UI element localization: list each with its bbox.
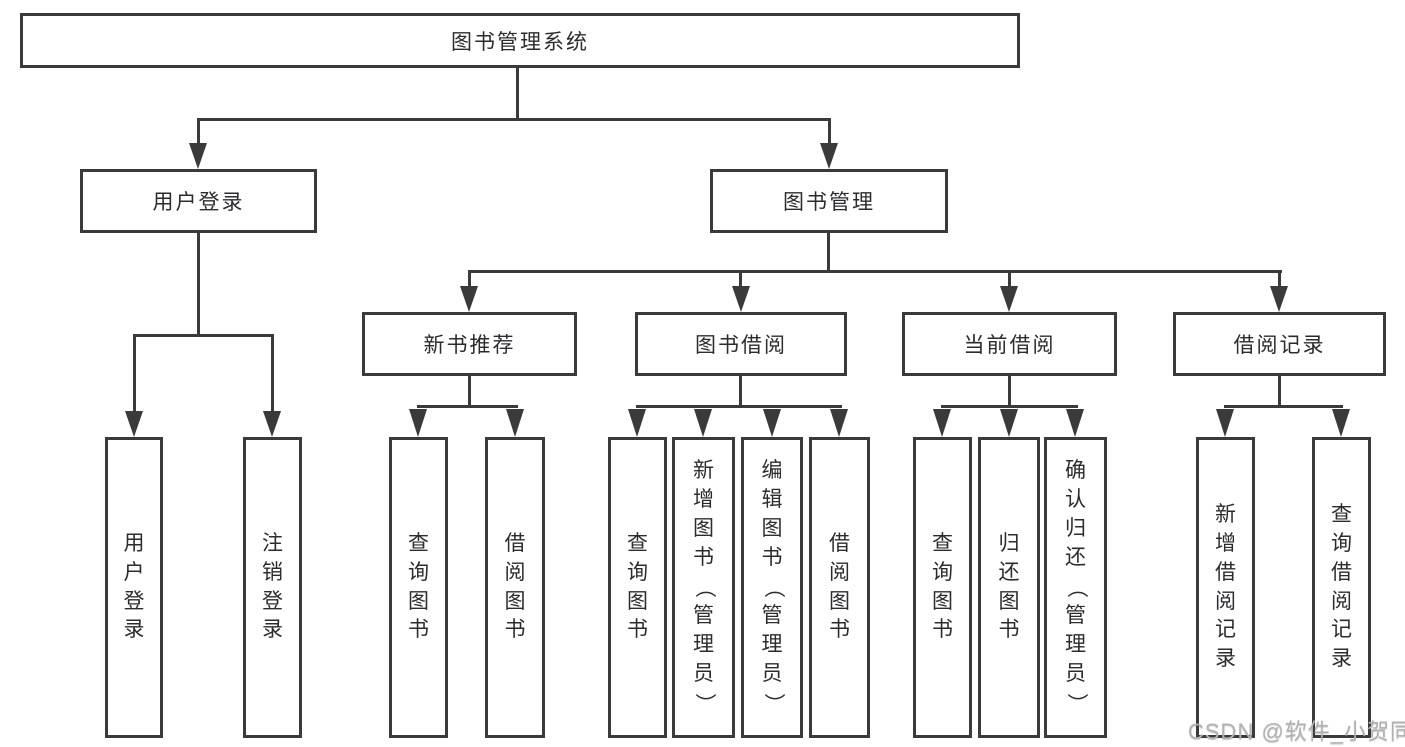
node-user-login: 用户登录 [80,169,317,233]
connector-mgmt-stem [827,233,830,272]
arrowhead-to-current-group [1000,286,1018,312]
node-new-book-recommendation: 新书推荐 [362,312,577,376]
leaf-user-login: 用户登录 [105,437,163,738]
arrowhead-records-leaf-1 [1216,409,1234,437]
leaf-add-borrow-record-label: 新增借阅记录 [1215,502,1236,671]
leaf-user-login-label: 用户登录 [123,531,145,642]
arrowhead-to-new-book-group [460,286,478,312]
connector-records-stem [1278,376,1281,407]
leaf-borrowing-borrow-books-label: 借阅图书 [829,531,850,642]
connector-current-stem [1008,376,1011,407]
arrowhead-to-borrowing-group [732,286,750,312]
connector-mgmt-drop-4 [1278,272,1281,287]
watermark-text: CSDN @软件_小贺同学 [1188,719,1405,744]
node-book-management: 图书管理 [710,169,948,233]
connector-mgmt-drop-2 [739,272,742,287]
leaf-add-book-admin: 新增图书（管理员） [672,437,735,738]
node-borrowing-records-label: 借阅记录 [1233,334,1326,357]
leaf-logout-label: 注销登录 [262,531,283,642]
connector-mgmt-drop-3 [1008,272,1011,287]
leaf-recommend-borrow-books: 借阅图书 [485,437,545,738]
node-book-borrowing: 图书借阅 [635,312,847,376]
node-library-system: 图书管理系统 [20,13,1020,68]
leaf-edit-book-admin-label: 编辑图书（管理员） [761,459,785,714]
leaf-return-books: 归还图书 [978,437,1040,738]
leaf-query-borrow-record: 查询借阅记录 [1312,437,1371,738]
connector-login-drop-1 [133,336,136,413]
arrowhead-current-leaf-2 [1000,409,1018,437]
connector-root-rail [197,118,831,121]
node-new-book-recommendation-label: 新书推荐 [423,334,516,357]
arrowhead-current-leaf-3 [1066,409,1084,437]
arrowhead-to-records-group [1270,286,1288,312]
connector-mgmt-rail [468,270,1282,273]
arrowhead-to-leaf-logout [263,411,281,437]
leaf-query-borrow-record-label: 查询借阅记录 [1331,502,1352,671]
leaf-confirm-return-admin: 确认归还（管理员） [1044,437,1107,738]
arrowhead-records-leaf-2 [1332,409,1350,437]
node-book-management-label: 图书管理 [783,191,875,214]
leaf-return-books-label: 归还图书 [998,531,1020,642]
connector-login-rail [133,334,274,337]
connector-borrowing-rail [636,405,842,408]
connector-login-stem [197,233,200,336]
arrowhead-borrowing-leaf-4 [830,409,848,437]
connector-root-stem [516,68,519,120]
arrowhead-borrowing-leaf-2 [694,409,712,437]
connector-root-drop-right [828,120,831,145]
node-book-borrowing-label: 图书借阅 [695,334,787,357]
node-borrowing-records: 借阅记录 [1173,312,1386,376]
connector-newbook-stem [468,376,471,407]
leaf-add-borrow-record: 新增借阅记录 [1196,437,1255,738]
arrowhead-to-user-login [189,143,207,169]
leaf-borrowing-borrow-books: 借阅图书 [809,437,870,738]
connector-mgmt-drop-1 [468,272,471,287]
leaf-confirm-return-admin-label: 确认归还（管理员） [1064,459,1088,714]
arrowhead-newbook-leaf-2 [506,409,524,437]
leaf-edit-book-admin: 编辑图书（管理员） [741,437,803,738]
connector-records-rail [1224,405,1343,408]
leaf-current-query-books-label: 查询图书 [932,531,953,642]
arrowhead-borrowing-leaf-3 [763,409,781,437]
connector-login-drop-2 [271,336,274,413]
leaf-current-query-books: 查询图书 [913,437,972,738]
leaf-borrowing-query-books-label: 查询图书 [627,531,648,642]
arrowhead-current-leaf-1 [933,409,951,437]
connector-root-drop-left [197,120,200,145]
leaf-recommend-query-books-label: 查询图书 [408,531,429,642]
node-library-system-label: 图书管理系统 [451,30,589,54]
node-user-login-label: 用户登录 [152,191,245,214]
connector-newbook-rail [417,405,518,408]
connector-borrowing-stem [739,376,742,407]
leaf-borrowing-query-books: 查询图书 [608,437,667,738]
arrowhead-to-book-management [820,143,838,169]
leaf-add-book-admin-label: 新增图书（管理员） [692,459,716,714]
arrowhead-borrowing-leaf-1 [628,409,646,437]
arrowhead-newbook-leaf-1 [409,409,427,437]
leaf-logout: 注销登录 [243,437,302,738]
arrowhead-to-leaf-user-login [125,411,143,437]
connector-current-rail [941,405,1078,408]
leaf-recommend-query-books: 查询图书 [389,437,448,738]
leaf-recommend-borrow-books-label: 借阅图书 [504,531,526,642]
node-current-borrowing: 当前借阅 [902,312,1117,376]
node-current-borrowing-label: 当前借阅 [963,334,1056,357]
